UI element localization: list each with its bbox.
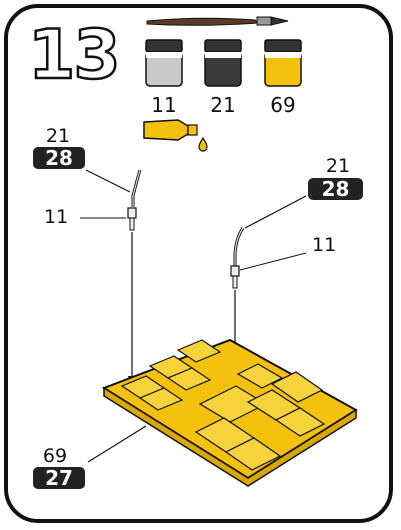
paintbrush-icon — [146, 16, 289, 26]
paint-code-label: 21 — [45, 125, 71, 147]
part-number-badge: 27 — [33, 467, 85, 489]
part-number-badge: 28 — [33, 147, 85, 169]
paint-code-label: 11 — [44, 206, 69, 228]
glue-tube-icon — [143, 119, 208, 152]
paint-code-label: 11 — [151, 93, 177, 117]
paint-code-label: 21 — [325, 155, 351, 177]
paint-code-label: 69 — [270, 93, 296, 117]
paint-jar-icon — [145, 39, 183, 87]
paint-code-label: 21 — [210, 93, 236, 117]
paint-jar-icon — [264, 39, 302, 87]
paint-code-label: 69 — [42, 445, 68, 467]
paint-jar-icon — [204, 39, 242, 87]
left-pipe-part — [80, 169, 142, 386]
part-number-badge: 28 — [308, 178, 363, 200]
svg-text:13: 13 — [28, 16, 119, 95]
paint-code-label: 11 — [312, 234, 337, 256]
step-number-graphic: 13 — [27, 15, 122, 97]
tray-base-part — [87, 338, 358, 487]
